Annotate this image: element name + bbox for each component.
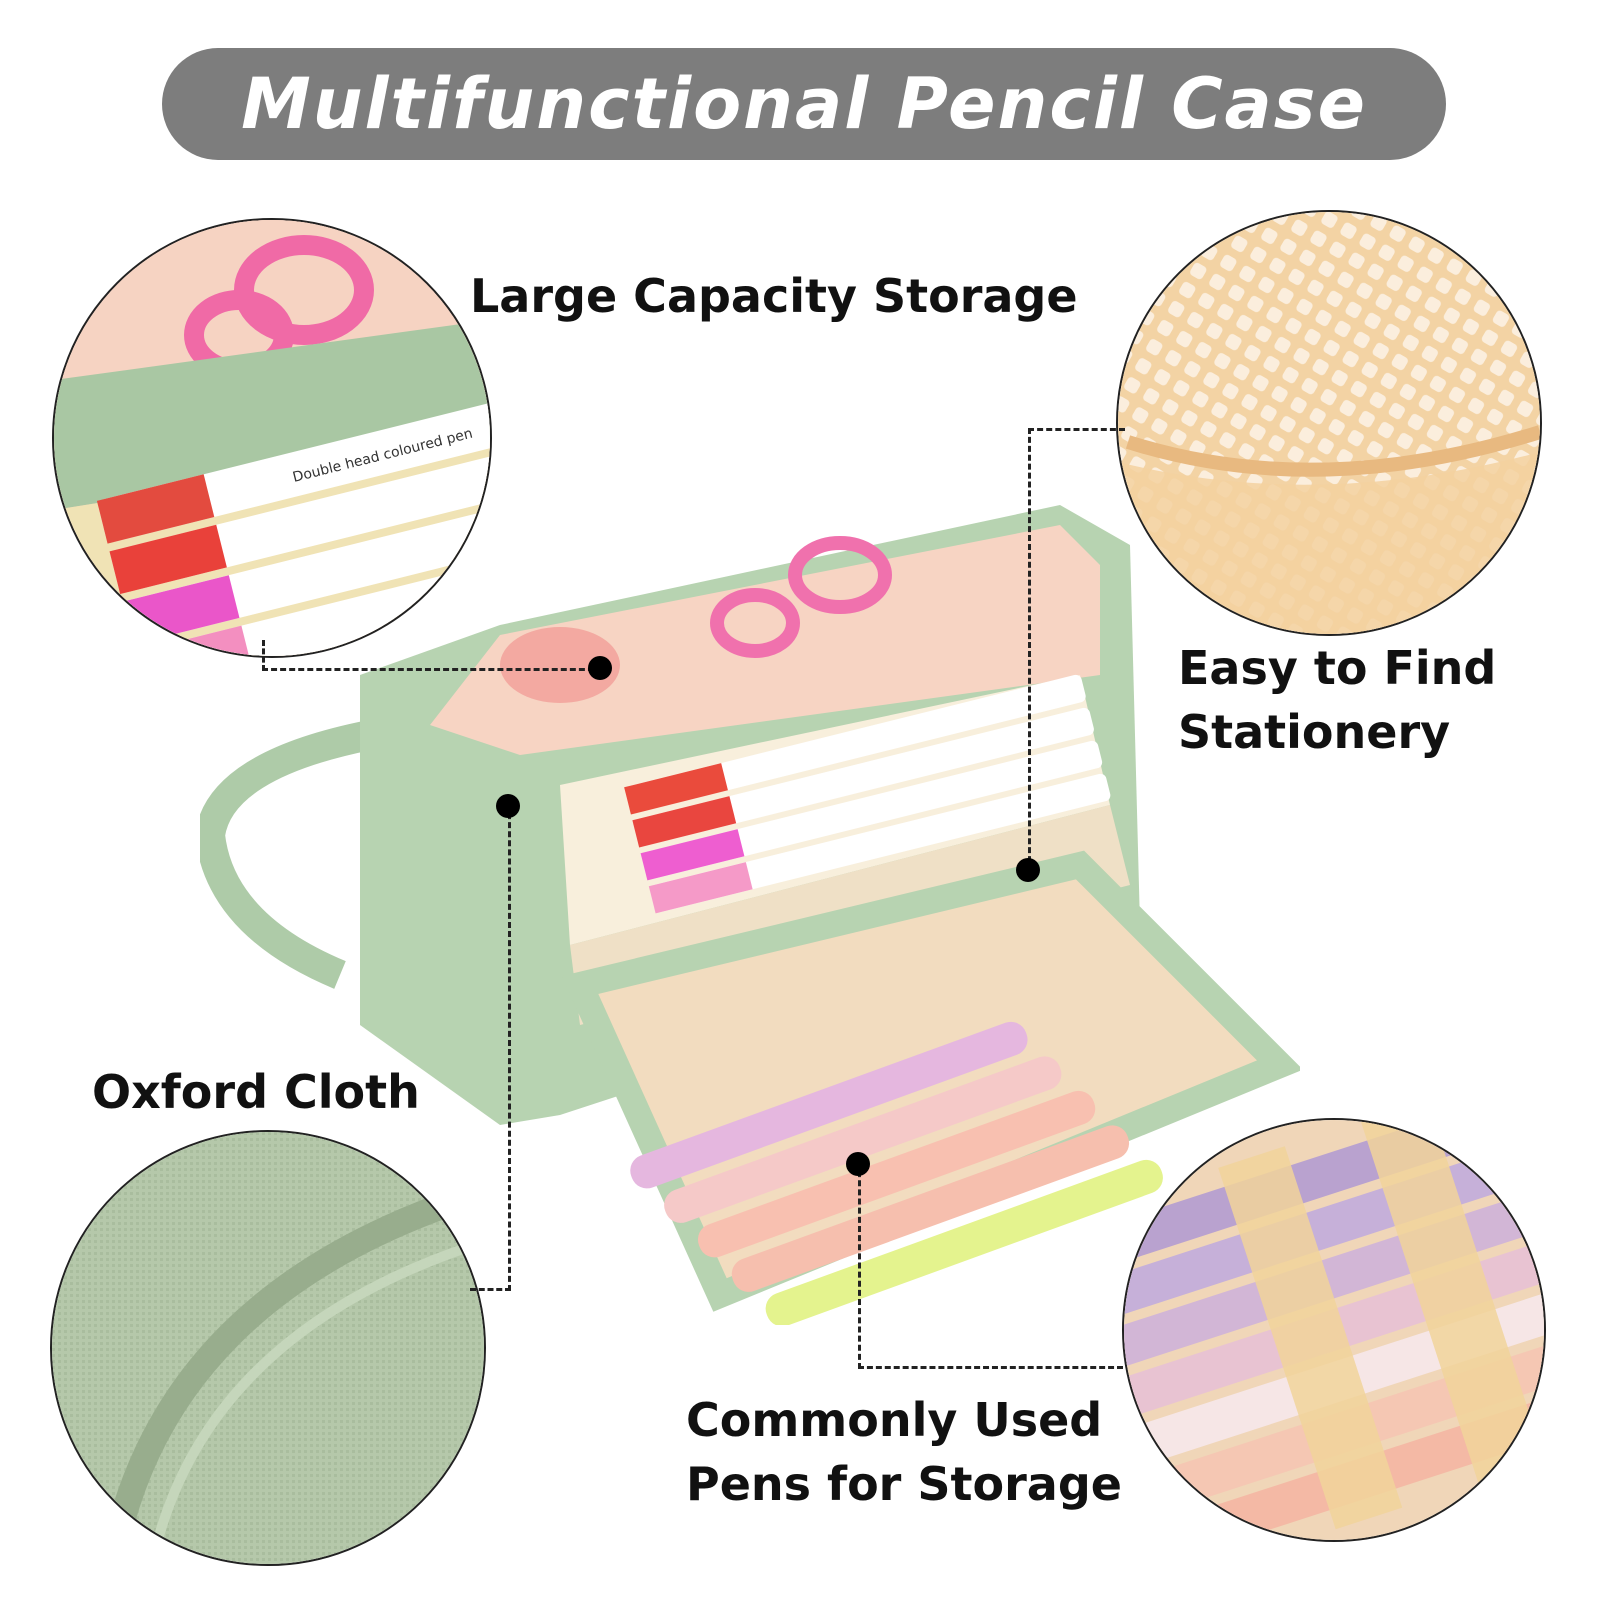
pencil-case-product — [200, 505, 1300, 1325]
connector-dot-pens — [846, 1152, 870, 1176]
connector-oxford — [470, 804, 511, 1291]
detail-circle-capacity: Double head coloured pen — [52, 218, 492, 658]
feature-label-common-pens-line2: Pens for Storage — [686, 1457, 1122, 1511]
connector-dot-capacity — [588, 656, 612, 680]
feature-label-common-pens-line1: Commonly Used — [686, 1393, 1103, 1447]
detail-circle-oxford — [50, 1130, 486, 1566]
page-title: Multifunctional Pencil Case — [241, 63, 1367, 145]
feature-label-oxford: Oxford Cloth — [92, 1065, 420, 1119]
feature-label-capacity: Large Capacity Storage — [470, 269, 1078, 323]
feature-label-common-pens: Commonly Used Pens for Storage — [686, 1388, 1122, 1516]
detail-circle-mesh — [1116, 210, 1542, 636]
connector-mesh — [1028, 428, 1125, 871]
feature-label-easy-find-line1: Easy to Find — [1178, 641, 1497, 695]
connector-capacity — [262, 640, 603, 671]
connector-dot-mesh — [1016, 858, 1040, 882]
title-banner: Multifunctional Pencil Case — [162, 48, 1446, 160]
feature-label-easy-find: Easy to Find Stationery — [1178, 636, 1496, 764]
detail-circle-pens — [1122, 1118, 1546, 1542]
feature-label-easy-find-line2: Stationery — [1178, 705, 1451, 759]
connector-pens — [858, 1162, 1123, 1369]
connector-dot-oxford — [496, 794, 520, 818]
